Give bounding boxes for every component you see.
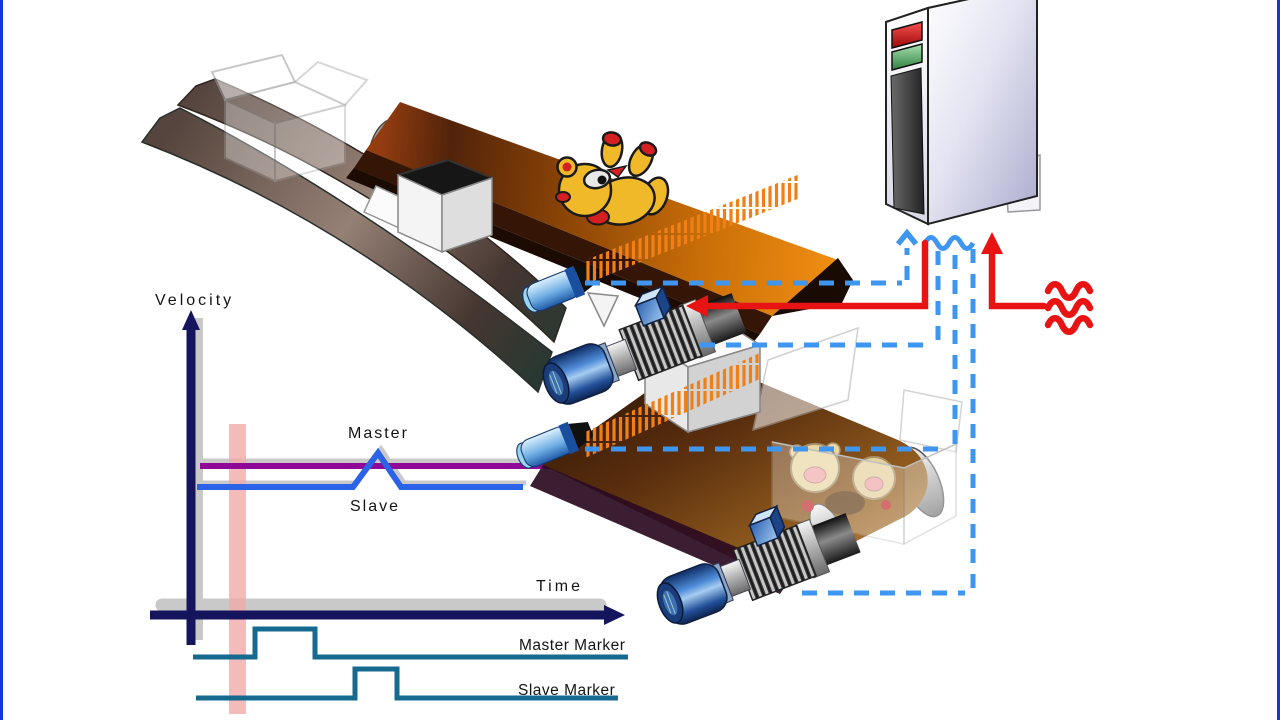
plc-red-indicator xyxy=(891,21,923,49)
command-arrow-left-icon xyxy=(686,295,708,317)
setpoint-wave-icon xyxy=(1044,281,1094,335)
empty-carton-transparent xyxy=(210,53,369,183)
right-border xyxy=(1277,0,1280,720)
signal-chevron-icon xyxy=(895,228,919,246)
master-marker-pulse xyxy=(193,626,628,660)
command-signal-lines xyxy=(686,232,1094,335)
slave-marker-pulse xyxy=(196,666,618,701)
light-curtain-slave xyxy=(585,352,762,458)
signal-wave-icon xyxy=(922,235,976,251)
setpoint-line xyxy=(988,248,1048,310)
slave-velocity-line xyxy=(197,447,523,490)
light-curtain-master xyxy=(586,174,800,284)
time-axis-arrow-icon xyxy=(604,605,625,625)
left-border xyxy=(0,0,3,720)
slave-belt-side xyxy=(530,465,795,594)
teddy-bear xyxy=(555,131,670,226)
master-belt-end-wrap xyxy=(772,258,853,316)
plc-green-indicator xyxy=(891,43,923,71)
speed-command-line xyxy=(700,239,929,310)
plc-controller xyxy=(885,0,1041,226)
command-arrow-up-icon xyxy=(981,232,1003,254)
stand-wedge xyxy=(586,292,620,328)
sync-highlight-band xyxy=(229,424,246,714)
time-axis-label: Time xyxy=(536,578,583,595)
bears-in-carton xyxy=(789,442,896,515)
slave-line-shadow xyxy=(201,444,526,486)
slave-marker-label: Slave Marker xyxy=(518,682,615,699)
carton-with-bears xyxy=(751,326,963,546)
plc-side-face xyxy=(927,0,1038,226)
velocity-axis-arrow-icon xyxy=(182,310,200,330)
master-marker-label: Master Marker xyxy=(519,637,625,654)
empty-carton-white xyxy=(363,158,495,254)
web-strip-upper xyxy=(176,78,567,344)
slave-line-label: Slave xyxy=(350,498,400,515)
feedback-signal-lines xyxy=(585,228,976,596)
master-line-label: Master xyxy=(348,425,409,442)
plc-dark-stripe xyxy=(890,67,925,215)
velocity-axis-label: Velocity xyxy=(155,292,234,309)
velocity-time-chart: Velocity Time Master Slave Master Marker… xyxy=(150,292,628,714)
